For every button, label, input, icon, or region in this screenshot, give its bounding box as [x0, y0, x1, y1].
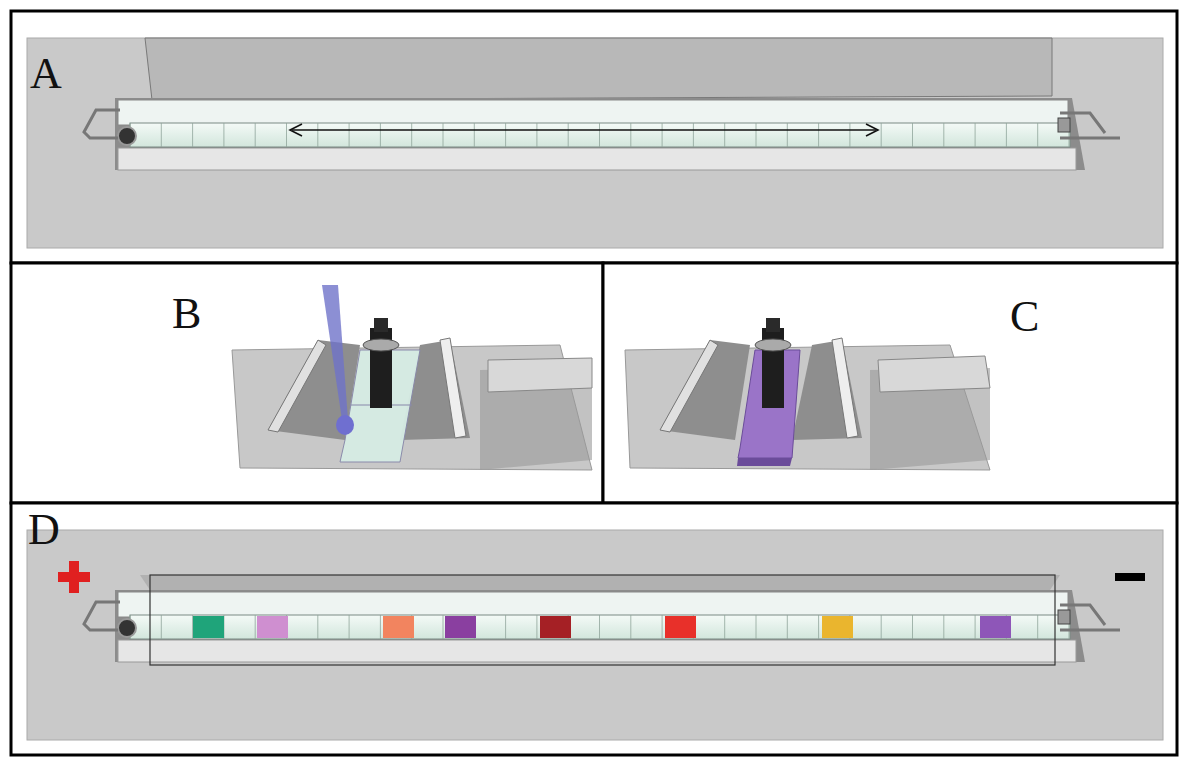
- panel-frame: [11, 503, 1177, 755]
- panel-label: D: [28, 508, 60, 552]
- sample-band: [665, 616, 696, 638]
- positive-symbol: [58, 561, 90, 593]
- negative-symbol: [1115, 573, 1145, 581]
- panel-frame: [603, 263, 1177, 503]
- gel-detail: [625, 318, 990, 470]
- panel-label: B: [172, 292, 201, 336]
- sample-band: [257, 616, 288, 638]
- panel-frame: [11, 11, 1177, 263]
- sample-band: [383, 616, 414, 638]
- sample-band: [193, 616, 224, 638]
- gel-tray: [27, 530, 1163, 740]
- sample-band: [980, 616, 1011, 638]
- loading-detail: [232, 285, 592, 470]
- panel-label: C: [1010, 295, 1039, 339]
- gel-tray: [27, 38, 1163, 248]
- sample-band: [540, 616, 571, 638]
- sample-band: [822, 616, 853, 638]
- panel-frame: [11, 263, 603, 503]
- sample-band: [445, 616, 476, 638]
- panel-label: A: [30, 52, 62, 96]
